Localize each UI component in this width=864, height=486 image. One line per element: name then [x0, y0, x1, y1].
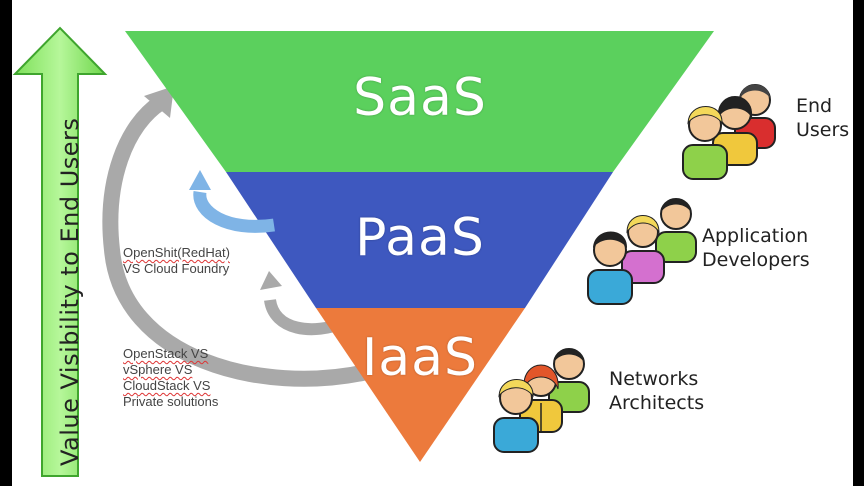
- saas-label: SaaS: [353, 68, 487, 128]
- slide: SaaS PaaS IaaS Value Visibility to End U…: [12, 0, 853, 486]
- large-gray-arrowhead: [144, 86, 174, 118]
- iaas-note-line-2: vSphere VS: [123, 362, 193, 377]
- iaas-comparison-note: OpenStack VS vSphere VS CloudStack VS Pr…: [123, 346, 218, 410]
- end-users-label: End Users: [796, 94, 849, 142]
- blue-arrowhead: [189, 170, 211, 190]
- architects-line-1: Networks: [609, 368, 699, 390]
- iaas-note-line-4: Private solutions: [123, 394, 219, 409]
- saas-layer: [125, 31, 714, 172]
- iaas-layer: [316, 308, 525, 462]
- blue-curve-arrow: [193, 191, 275, 233]
- iaas-note-line-3: CloudStack VS: [123, 378, 211, 393]
- value-up-arrow: [12, 26, 108, 477]
- small-gray-arrowhead: [260, 271, 282, 290]
- paas-comparison-note: OpenShit(RedHat) VS Cloud Foundry: [123, 245, 230, 277]
- architects-label: Networks Architects: [609, 367, 704, 415]
- end-users-group-icon: [682, 84, 776, 180]
- architects-line-2: Architects: [609, 392, 705, 414]
- developers-line-2: Developers: [702, 249, 810, 271]
- paas-layer: [226, 172, 613, 308]
- iaas-label: IaaS: [361, 328, 479, 388]
- large-gray-curve-arrow: [102, 96, 369, 387]
- iaas-note-line-1: OpenStack VS: [123, 346, 209, 361]
- developers-label: Application Developers: [702, 224, 810, 272]
- architects-group-icon: [493, 348, 590, 453]
- paas-label: PaaS: [355, 208, 485, 268]
- value-visibility-label: Value Visibility to End Users: [56, 117, 84, 466]
- paas-note-line-2: VS Cloud Foundry: [123, 261, 230, 276]
- cloud-layers-diagram: [12, 26, 776, 477]
- developers-group-icon: [587, 198, 697, 305]
- paas-note-line-1: OpenShit(RedHat): [123, 245, 230, 260]
- end-users-line-1: End: [796, 95, 833, 117]
- end-users-line-2: Users: [796, 119, 850, 141]
- developers-line-1: Application: [702, 225, 809, 247]
